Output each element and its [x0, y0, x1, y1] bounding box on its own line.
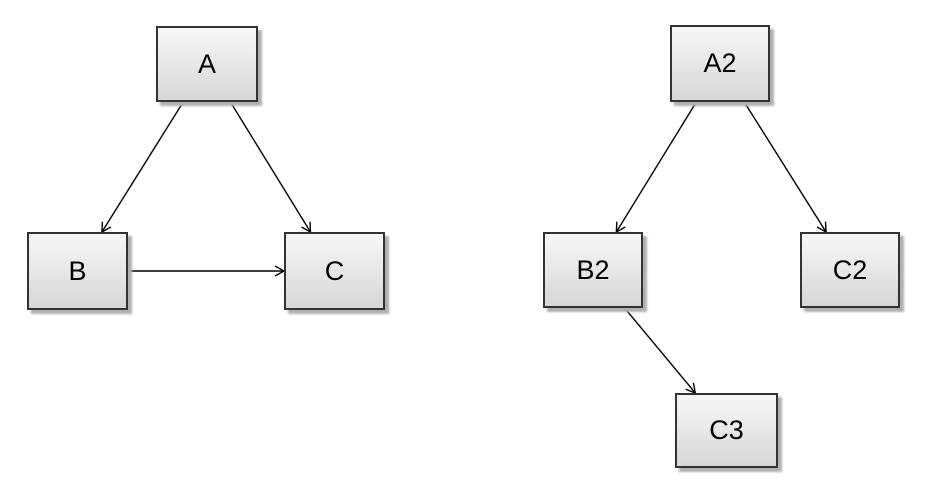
node-b-label: B — [68, 255, 87, 286]
node-b2-label: B2 — [576, 254, 610, 285]
edge-A-to-C — [229, 101, 312, 234]
edge-A2-to-B2 — [615, 101, 697, 234]
edge-A-to-B — [101, 101, 184, 234]
node-c[interactable]: C — [284, 232, 385, 310]
node-b[interactable]: B — [27, 232, 128, 310]
node-c2[interactable]: C2 — [800, 232, 900, 308]
edge-B2-to-C3 — [624, 307, 697, 395]
node-a-label: A — [197, 48, 216, 79]
node-b2[interactable]: B2 — [543, 232, 643, 308]
node-c2-label: C2 — [832, 254, 868, 285]
node-c3-label: C3 — [709, 415, 744, 445]
node-a2-label: A2 — [703, 48, 737, 78]
node-c-label: C — [324, 255, 345, 286]
node-a2[interactable]: A2 — [670, 25, 770, 102]
edge-A2-to-C2 — [743, 101, 827, 234]
node-c3[interactable]: C3 — [675, 393, 778, 468]
node-a[interactable]: A — [156, 26, 258, 102]
